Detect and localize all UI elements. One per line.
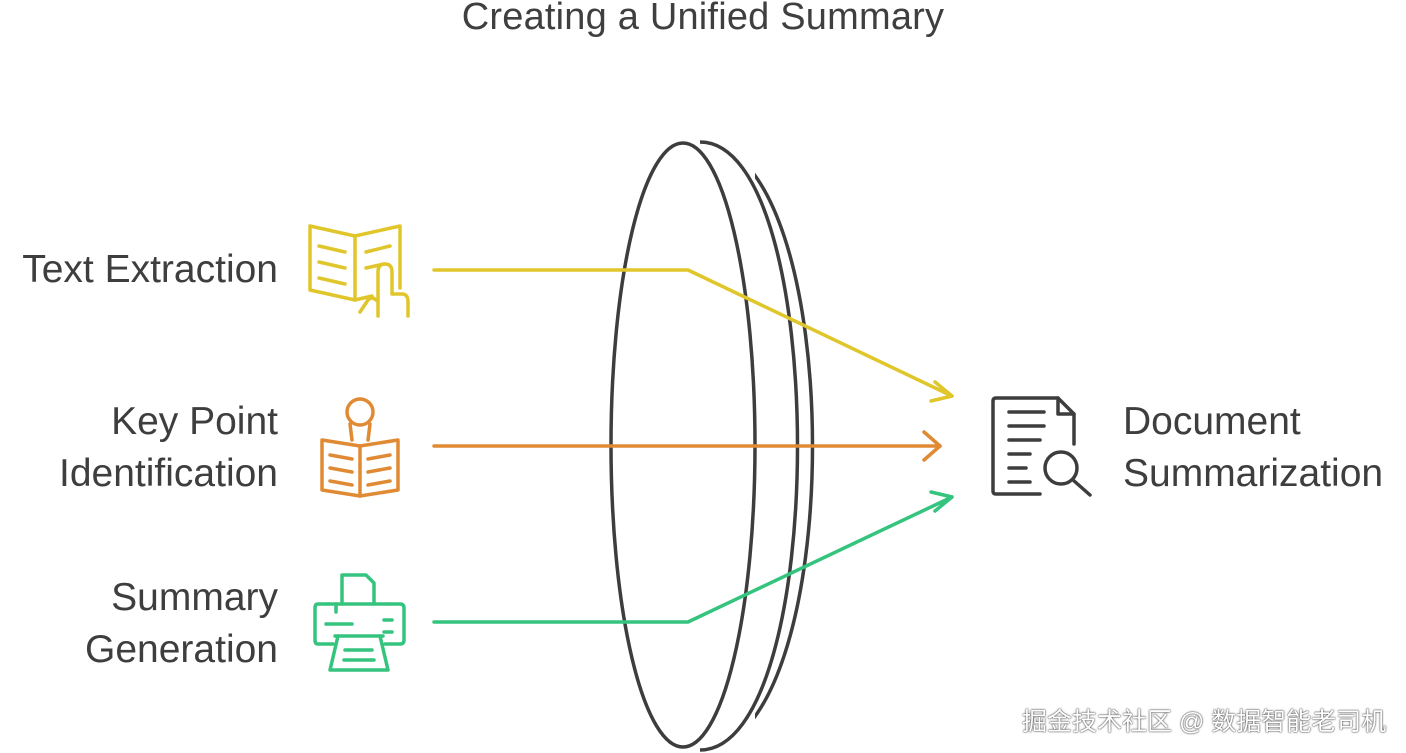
input-label-text-extraction: Text Extraction	[0, 244, 278, 296]
input-label-summary-generation: Summary Generation	[0, 572, 278, 676]
document-search-icon	[991, 396, 1092, 497]
label-line: Document	[1123, 400, 1301, 443]
label-line: Summarization	[1123, 452, 1384, 495]
diagram-title: Creating a Unified Summary	[461, 0, 945, 38]
arrow-text-extraction	[432, 268, 954, 403]
output-label-document-summarization: Document Summarization	[1123, 396, 1406, 500]
printer-icon	[313, 573, 406, 672]
person-reading-icon	[320, 397, 400, 498]
label-line: Key Point	[111, 400, 278, 443]
input-label-key-point-identification: Key Point Identification	[0, 396, 278, 500]
label-line: Summary	[111, 576, 278, 619]
label-line: Text Extraction	[22, 248, 278, 291]
open-book-pointer-icon	[308, 224, 410, 318]
arrow-summary-generation	[432, 490, 954, 624]
arrow-key-point	[432, 430, 942, 462]
label-line: Generation	[85, 628, 278, 671]
label-line: Identification	[59, 452, 278, 495]
watermark-text: 掘金技术社区 @ 数据智能老司机	[1022, 708, 1387, 736]
